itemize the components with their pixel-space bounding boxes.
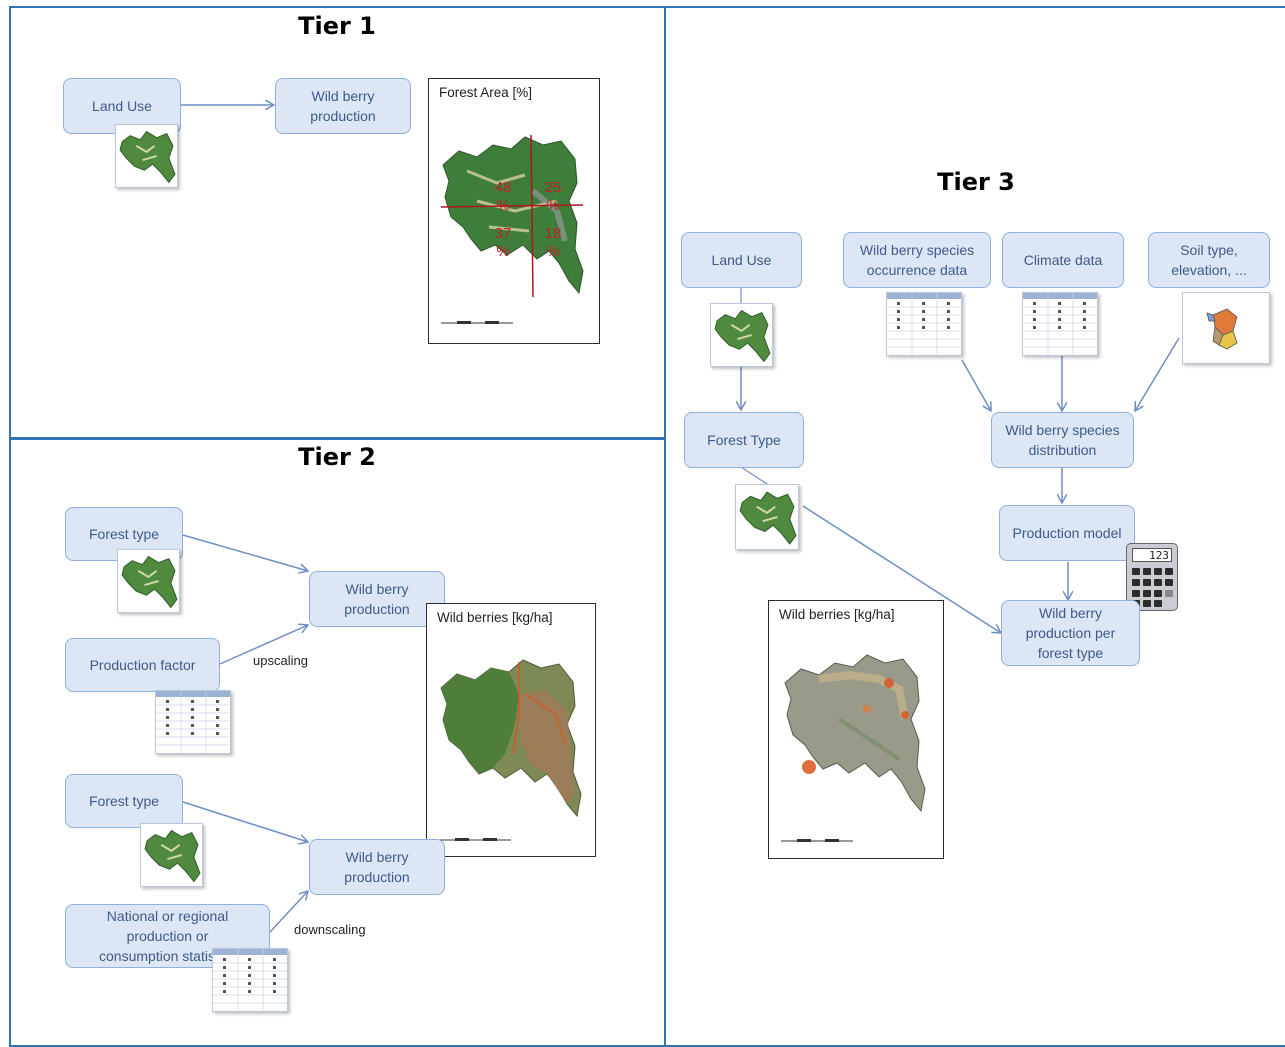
species-distribution-box: Wild berry species distribution bbox=[991, 412, 1134, 468]
wild-berry-production-box-t2a: Wild berry production bbox=[309, 571, 445, 627]
arrow-foresttype-to-production-t2a bbox=[182, 534, 308, 571]
land-use-box-t3: Land Use bbox=[681, 232, 802, 288]
species-occurrence-box: Wild berry species occurrence data bbox=[843, 232, 991, 288]
tier3-title: Tier 3 bbox=[937, 168, 1015, 196]
soil-polygons-thumbnail bbox=[1182, 292, 1270, 364]
quadrant-value-se: 18 % bbox=[544, 225, 562, 260]
arrow-soil-to-distribution bbox=[1135, 337, 1180, 411]
scale-bar bbox=[441, 321, 513, 324]
upscaling-label: upscaling bbox=[253, 653, 308, 668]
climate-data-box: Climate data bbox=[1002, 232, 1124, 288]
wild-berries-map-t2: Wild berries [kg/ha] bbox=[426, 603, 596, 857]
soil-type-box: Soil type, elevation, ... bbox=[1148, 232, 1270, 288]
production-factor-box: Production factor bbox=[65, 638, 220, 692]
arrow-foresttype-to-perforest bbox=[802, 505, 1001, 633]
wild-berries-map-shape-t3 bbox=[784, 654, 926, 813]
production-model-box: Production model bbox=[999, 505, 1135, 561]
wild-berries-map-t3: Wild berries [kg/ha] bbox=[768, 600, 944, 859]
calculator-icon: 123 bbox=[1126, 543, 1178, 611]
national-statistics-table-thumbnail bbox=[212, 948, 288, 1012]
forest-type-box-t2b: Forest type bbox=[65, 774, 183, 828]
wild-berries-map-shape-t2 bbox=[440, 659, 582, 818]
production-factor-table-thumbnail bbox=[155, 690, 231, 754]
wild-berries-map-title-t3: Wild berries [kg/ha] bbox=[779, 607, 895, 622]
tier1-title: Tier 1 bbox=[298, 12, 376, 40]
species-occurrence-table-thumbnail bbox=[886, 292, 962, 356]
quadrant-value-nw: 48 % bbox=[494, 179, 512, 214]
scale-bar-t3 bbox=[781, 839, 853, 842]
tier2-title: Tier 2 bbox=[298, 443, 376, 471]
arrow-occurrence-to-distribution bbox=[961, 359, 991, 411]
land-use-map-thumbnail-t3 bbox=[710, 303, 773, 367]
wild-berry-production-box-t1: Wild berry production bbox=[275, 78, 411, 134]
forest-area-map-title: Forest Area [%] bbox=[439, 85, 533, 100]
calculator-display: 123 bbox=[1132, 548, 1172, 562]
forest-type-box-t3: Forest Type bbox=[684, 412, 804, 468]
quadrant-value-sw: 37 % bbox=[494, 225, 512, 260]
production-per-forest-type-box: Wild berry production per forest type bbox=[1001, 600, 1140, 666]
quadrant-value-ne: 25 % bbox=[544, 179, 562, 214]
arrow-stats-to-production-t2b bbox=[269, 891, 308, 933]
scale-bar-t2 bbox=[439, 838, 511, 841]
arrow-foresttype-to-production-t2b bbox=[182, 801, 308, 842]
forest-area-map-t1: Forest Area [%] 48 % 25 % 37 % 18 % bbox=[428, 78, 600, 344]
wild-berry-production-box-t2b: Wild berry production bbox=[309, 839, 445, 895]
arrow-factor-to-production-t2a bbox=[219, 625, 308, 665]
climate-data-table-thumbnail bbox=[1022, 292, 1098, 356]
forest-type-map-thumbnail-t3 bbox=[735, 484, 799, 550]
downscaling-label: downscaling bbox=[294, 922, 366, 937]
wild-berries-map-title-t2: Wild berries [kg/ha] bbox=[437, 610, 553, 625]
connector-foresttype-thumb-t3 bbox=[740, 466, 771, 487]
land-use-map-thumbnail-t1 bbox=[115, 124, 178, 188]
forest-area-map-shape bbox=[440, 134, 584, 298]
forest-type-map-thumbnail-t2b bbox=[140, 823, 203, 887]
forest-type-map-thumbnail-t2a bbox=[117, 549, 180, 613]
